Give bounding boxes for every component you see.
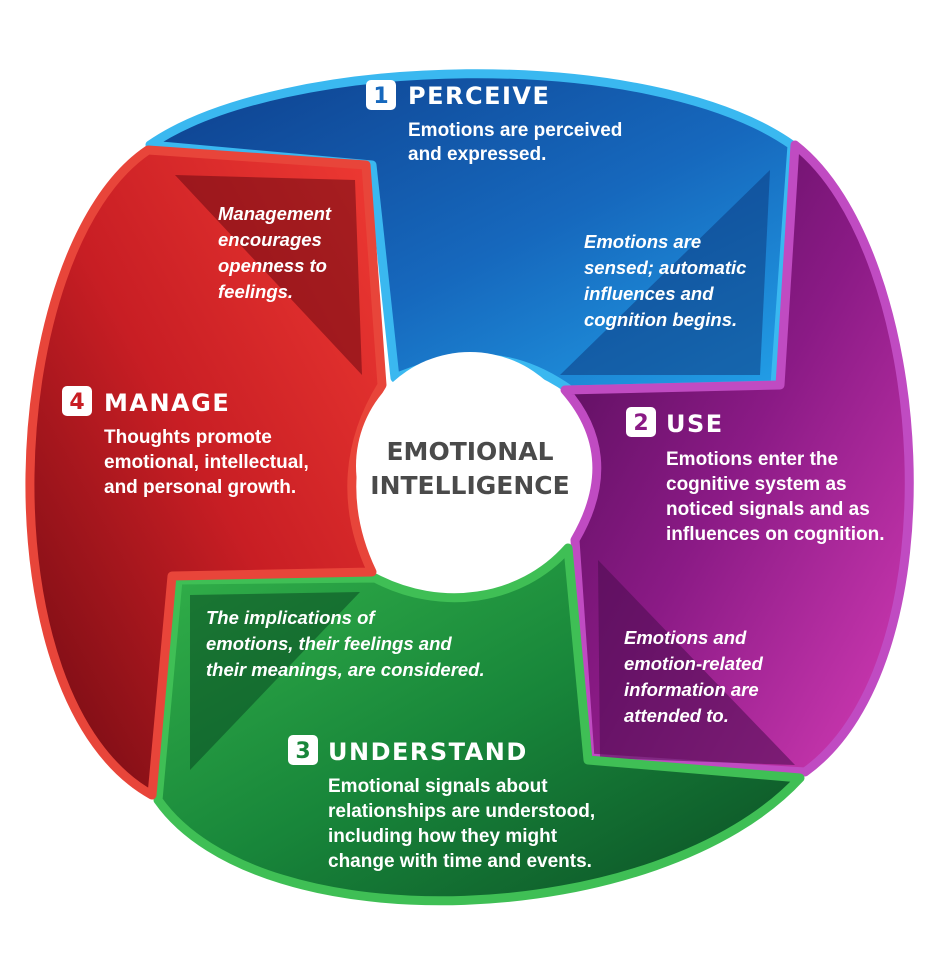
perceive-content: 1 PERCEIVE Emotions are perceived and ex… bbox=[366, 80, 752, 330]
segment-title: PERCEIVE bbox=[408, 82, 550, 110]
segment-understand bbox=[153, 543, 805, 906]
segment-note: Emotions are sensed; automatic influence… bbox=[584, 231, 752, 330]
segment-manage bbox=[25, 145, 387, 800]
segment-note: Management encourages openness to feelin… bbox=[218, 203, 336, 302]
number-label: 3 bbox=[295, 739, 310, 764]
segment-description: Thoughts promote emotional, intellectual… bbox=[104, 427, 314, 498]
number-label: 4 bbox=[69, 390, 84, 415]
number-badge bbox=[626, 407, 656, 437]
segment-note: The implications of emotions, their feel… bbox=[206, 607, 485, 680]
number-badge bbox=[62, 386, 92, 416]
segment-title: MANAGE bbox=[104, 389, 230, 417]
number-label: 1 bbox=[373, 84, 388, 109]
segment-description: Emotions enter the cognitive system as n… bbox=[666, 449, 885, 545]
use-content: 2 USE Emotions enter the cognitive syste… bbox=[624, 407, 885, 726]
manage-content: 4 MANAGE Thoughts promote emotional, int… bbox=[62, 203, 336, 498]
segment-use bbox=[560, 140, 914, 777]
center-title-line2: INTELLIGENCE bbox=[370, 471, 569, 500]
number-badge bbox=[366, 80, 396, 110]
segment-description: Emotions are perceived and expressed. bbox=[408, 120, 628, 165]
understand-content: 3 UNDERSTAND Emotional signals about rel… bbox=[206, 607, 600, 872]
segment-note: Emotions and emotion-related information… bbox=[624, 627, 768, 726]
segment-title: USE bbox=[666, 410, 724, 438]
center-circle bbox=[356, 352, 584, 580]
center-title-line1: EMOTIONAL bbox=[386, 437, 553, 466]
number-label: 2 bbox=[633, 411, 648, 436]
segment-title: UNDERSTAND bbox=[328, 738, 528, 766]
segment-description: Emotional signals about relationships ar… bbox=[328, 776, 600, 872]
number-badge bbox=[288, 735, 318, 765]
